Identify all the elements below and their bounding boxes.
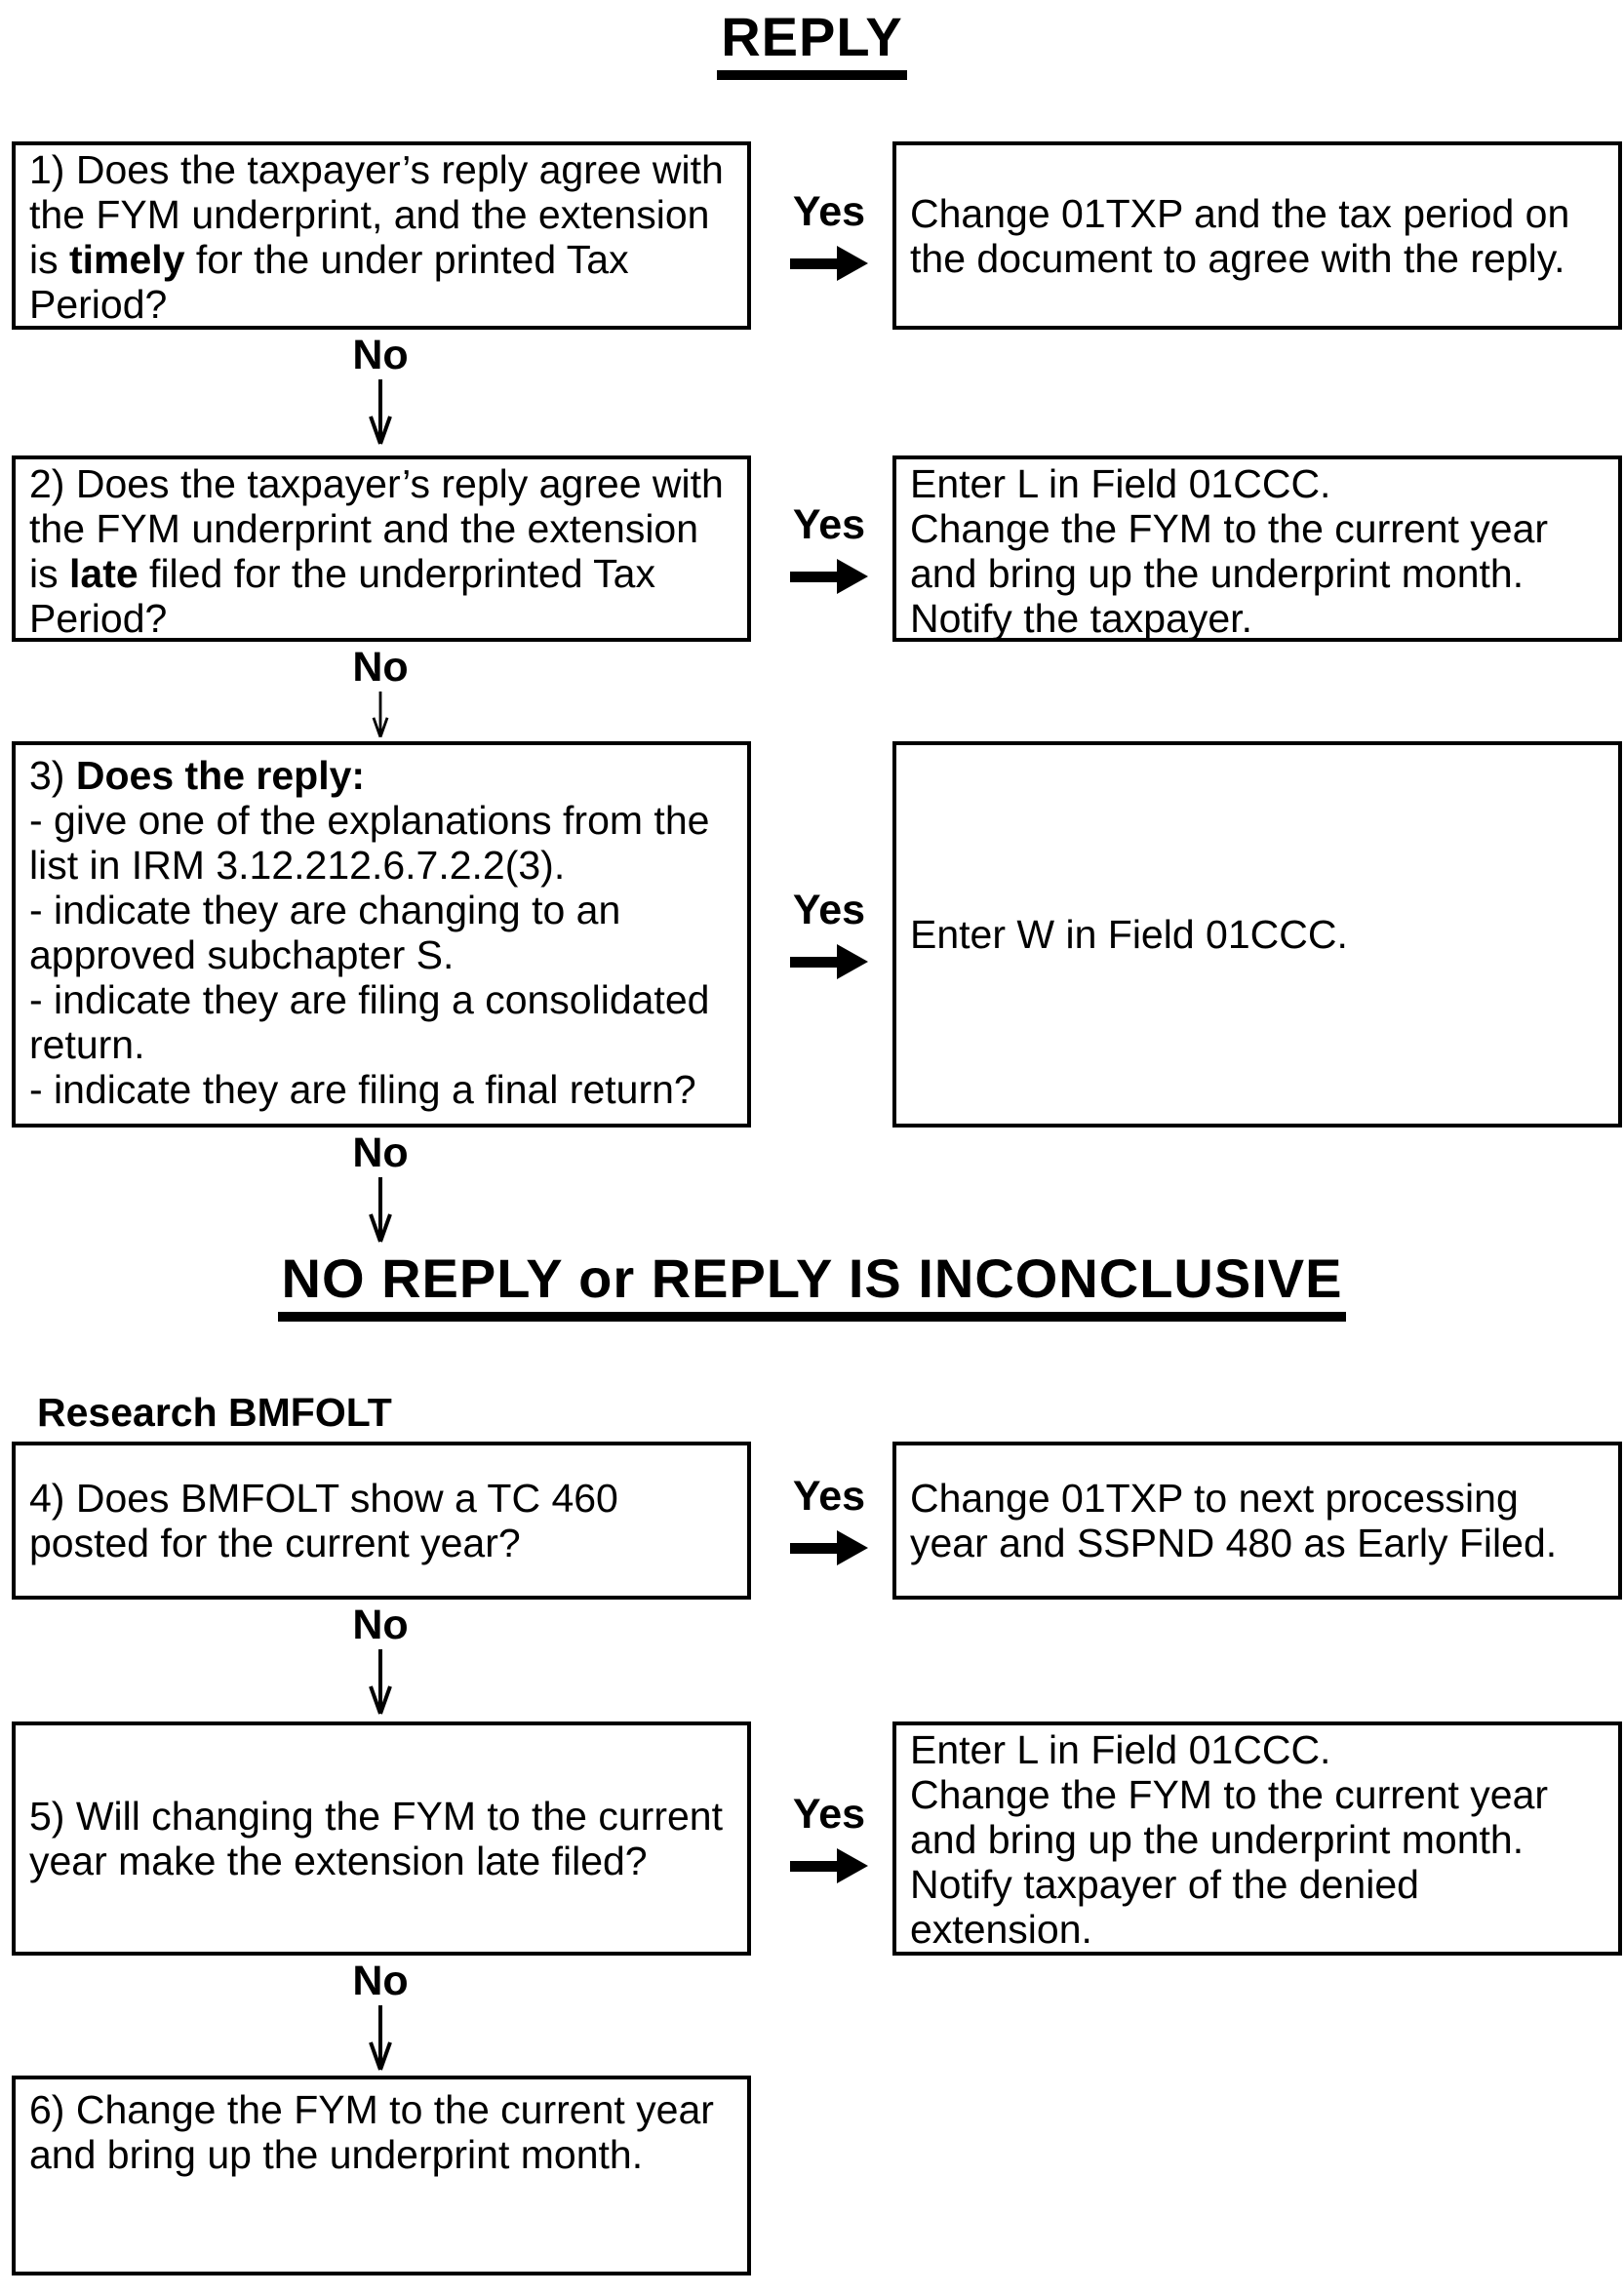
no-connector-5: No: [322, 1959, 439, 2072]
question-4-text: 4) Does BMFOLT show a TC 460 posted for …: [29, 1476, 618, 1565]
right-arrow-icon: [790, 1530, 868, 1565]
question-box-4: 4) Does BMFOLT show a TC 460 posted for …: [12, 1442, 751, 1600]
down-arrow-icon: [369, 1177, 392, 1243]
question-box-3: 3) Does the reply: - give one of the exp…: [12, 741, 751, 1128]
yes-label: Yes: [792, 1791, 866, 1838]
action-4-text: Change 01TXP to next processing year and…: [910, 1476, 1558, 1565]
right-arrow-icon: [790, 558, 868, 594]
yes-connector-3: Yes: [778, 741, 880, 1128]
action-box-1: Change 01TXP and the tax period on the d…: [892, 141, 1622, 330]
action-3-text: Enter W in Field 01CCC.: [910, 912, 1348, 957]
no-connector-4: No: [322, 1603, 439, 1718]
no-label: No: [352, 1602, 409, 1648]
question-box-2: 2) Does the taxpayer’s reply agree with …: [12, 455, 751, 642]
action-5-line: Notify taxpayer of the denied extension.: [910, 1862, 1419, 1952]
yes-label: Yes: [792, 1473, 866, 1520]
action-5-line: Change the FYM to the current year and b…: [910, 1772, 1549, 1862]
action-box-5: Enter L in Field 01CCC. Change the FYM t…: [892, 1721, 1622, 1956]
question-1-text: 1) Does the taxpayer’s reply agree with …: [29, 147, 724, 327]
action-1-text: Change 01TXP and the tax period on the d…: [910, 190, 1570, 281]
question-box-1: 1) Does the taxpayer’s reply agree with …: [12, 141, 751, 330]
down-arrow-icon: [369, 1649, 392, 1715]
no-label: No: [352, 332, 409, 378]
no-label: No: [352, 1129, 409, 1176]
question-2-text: 2) Does the taxpayer’s reply agree with …: [29, 461, 724, 641]
final-step-box-6: 6) Change the FYM to the current year an…: [12, 2076, 751, 2275]
action-2-line: Change the FYM to the current year and b…: [910, 506, 1549, 596]
final-step-6-text: 6) Change the FYM to the current year an…: [29, 2087, 714, 2177]
no-connector-1: No: [322, 333, 439, 452]
action-5-line: Enter L in Field 01CCC.: [910, 1727, 1331, 1772]
page-title: REPLY: [0, 8, 1624, 80]
yes-connector-5: Yes: [778, 1721, 880, 1956]
question-3-item: - indicate they are changing to an appro…: [29, 888, 621, 977]
no-connector-3: No: [322, 1130, 439, 1247]
yes-connector-4: Yes: [778, 1442, 880, 1600]
action-box-2: Enter L in Field 01CCC. Change the FYM t…: [892, 455, 1622, 642]
action-2-line: Notify the taxpayer.: [910, 596, 1252, 641]
no-label: No: [352, 644, 409, 691]
research-bmfolt-label: Research BMFOLT: [37, 1390, 392, 1435]
no-label: No: [352, 1958, 409, 2004]
no-reply-heading: NO REPLY or REPLY IS INCONCLUSIVE: [0, 1249, 1624, 1322]
action-box-3: Enter W in Field 01CCC.: [892, 741, 1622, 1128]
no-connector-2: No: [322, 645, 439, 738]
question-box-5: 5) Will changing the FYM to the current …: [12, 1721, 751, 1956]
right-arrow-icon: [790, 245, 868, 281]
question-5-text: 5) Will changing the FYM to the current …: [29, 1794, 723, 1883]
yes-label: Yes: [792, 887, 866, 933]
down-arrow-icon: [369, 2005, 392, 2071]
right-arrow-icon: [790, 944, 868, 979]
no-reply-heading-text: NO REPLY or REPLY IS INCONCLUSIVE: [277, 1249, 1347, 1322]
action-2-line: Enter L in Field 01CCC.: [910, 461, 1331, 506]
action-box-4: Change 01TXP to next processing year and…: [892, 1442, 1622, 1600]
down-arrow-icon: [372, 692, 389, 738]
question-3-lead: 3) Does the reply:: [29, 753, 366, 798]
yes-label: Yes: [792, 500, 866, 548]
yes-label: Yes: [792, 187, 866, 235]
question-3-item: - indicate they are filing a consolidate…: [29, 977, 710, 1067]
page-title-text: REPLY: [717, 8, 907, 80]
down-arrow-icon: [369, 379, 392, 445]
yes-connector-1: Yes: [778, 141, 880, 330]
question-3-item: - give one of the explanations from the …: [29, 798, 710, 888]
yes-connector-2: Yes: [778, 455, 880, 642]
right-arrow-icon: [790, 1848, 868, 1883]
question-3-item: - indicate they are filing a final retur…: [29, 1067, 696, 1112]
